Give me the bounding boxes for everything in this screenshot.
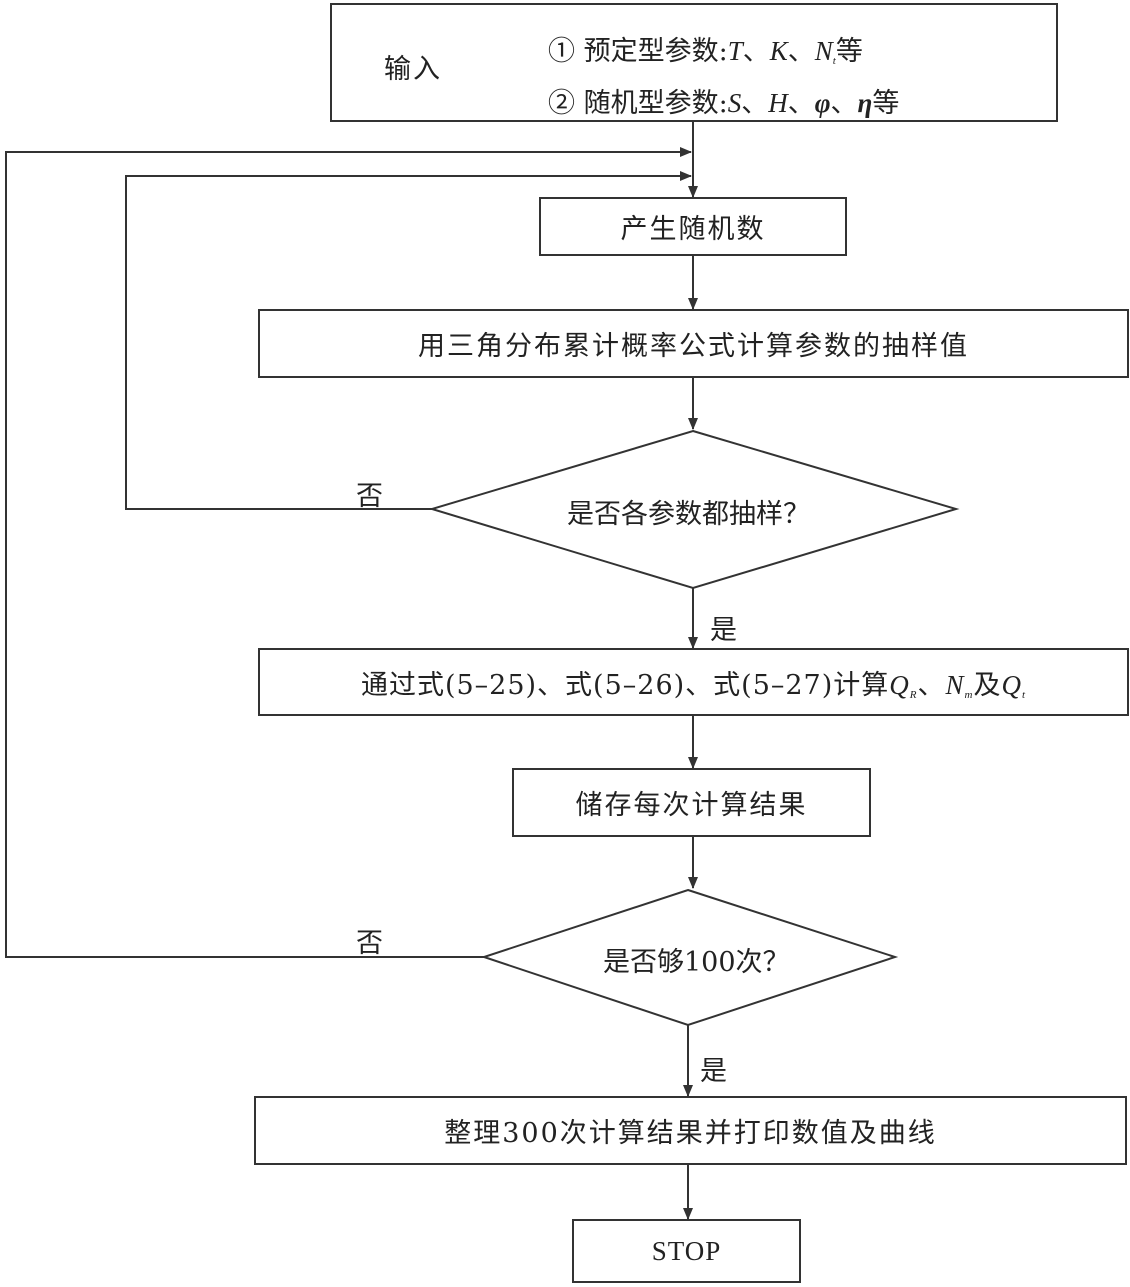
input-label: 输入 bbox=[384, 54, 442, 85]
edge-label-no-2: 否 bbox=[356, 928, 383, 959]
loop-back-decision2 bbox=[5, 147, 692, 958]
loop-back-decision1 bbox=[125, 171, 692, 510]
input-params: ① 预定型参数:T、K、Nt等 ② 随机型参数:S、H、φ、η等 bbox=[548, 30, 899, 125]
step-sample-values: 用三角分布累计概率公式计算参数的抽样值 bbox=[258, 309, 1129, 378]
step-generate-random: 产生随机数 bbox=[539, 197, 847, 256]
input-box: 输入 bbox=[330, 3, 1058, 122]
step-stop: STOP bbox=[572, 1219, 801, 1283]
input-line-predetermined: ① 预定型参数:T、K、Nt等 bbox=[548, 36, 863, 67]
edge-label-yes-1: 是 bbox=[710, 615, 737, 646]
input-line-random: ② 随机型参数:S、H、φ、η等 bbox=[548, 88, 900, 119]
decision-diamond-1 bbox=[428, 429, 960, 590]
edge-label-yes-2: 是 bbox=[700, 1056, 727, 1087]
edge-label-no-1: 否 bbox=[356, 481, 383, 512]
step-calculate: 通过式(5–25)、式(5–26)、式(5–27)计算QR、Nm及Qt bbox=[258, 648, 1129, 716]
decision-enough-text: 是否够100次？ bbox=[603, 947, 790, 978]
decision-all-sampled-text: 是否各参数都抽样？ bbox=[567, 499, 810, 530]
step-organize-print: 整理300次计算结果并打印数值及曲线 bbox=[254, 1096, 1127, 1165]
calc-text: 通过式(5–25)、式(5–26)、式(5–27)计算QR、Nm及Qt bbox=[360, 669, 1027, 701]
decision-diamond-2 bbox=[480, 888, 899, 1027]
step-store-results: 储存每次计算结果 bbox=[512, 768, 871, 837]
